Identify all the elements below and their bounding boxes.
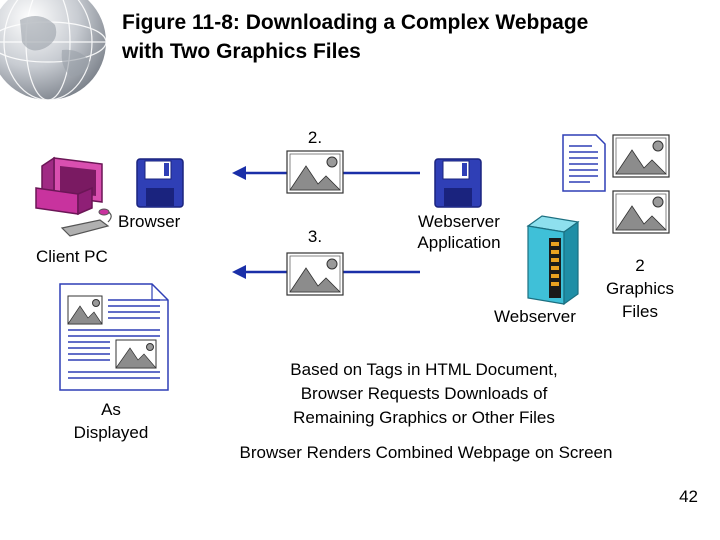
renders-note: Browser Renders Combined Webpage on Scre… bbox=[239, 443, 613, 462]
floppy-disk-icon bbox=[136, 158, 184, 208]
browser-label: Browser bbox=[118, 212, 181, 231]
image-file-icon bbox=[612, 190, 670, 234]
image-file-icon bbox=[612, 134, 670, 178]
rendered-page-icon bbox=[59, 283, 169, 391]
requests-note: Based on Tags in HTML Document, Browser … bbox=[290, 360, 558, 427]
figure-title: Figure 11-8: Downloading a Complex Webpa… bbox=[122, 11, 589, 63]
client-pc-label: Client PC bbox=[36, 247, 108, 266]
client-pc-icon bbox=[35, 156, 112, 237]
webserver-application-label: Webserver Application bbox=[417, 212, 501, 252]
webserver-icon bbox=[526, 215, 580, 306]
webserver-label: Webserver bbox=[494, 307, 576, 326]
step-2-label: 2. bbox=[307, 128, 323, 147]
as-displayed-label: As Displayed bbox=[73, 400, 149, 442]
page-number: 42 bbox=[679, 487, 698, 506]
floppy-disk-icon bbox=[434, 158, 482, 208]
step-3-label: 3. bbox=[307, 227, 323, 246]
graphics-files-label: 2 Graphics Files bbox=[605, 256, 675, 321]
html-document-icon bbox=[562, 134, 606, 192]
image-file-icon bbox=[286, 252, 344, 296]
image-file-icon bbox=[286, 150, 344, 194]
globe-icon bbox=[0, 0, 107, 101]
